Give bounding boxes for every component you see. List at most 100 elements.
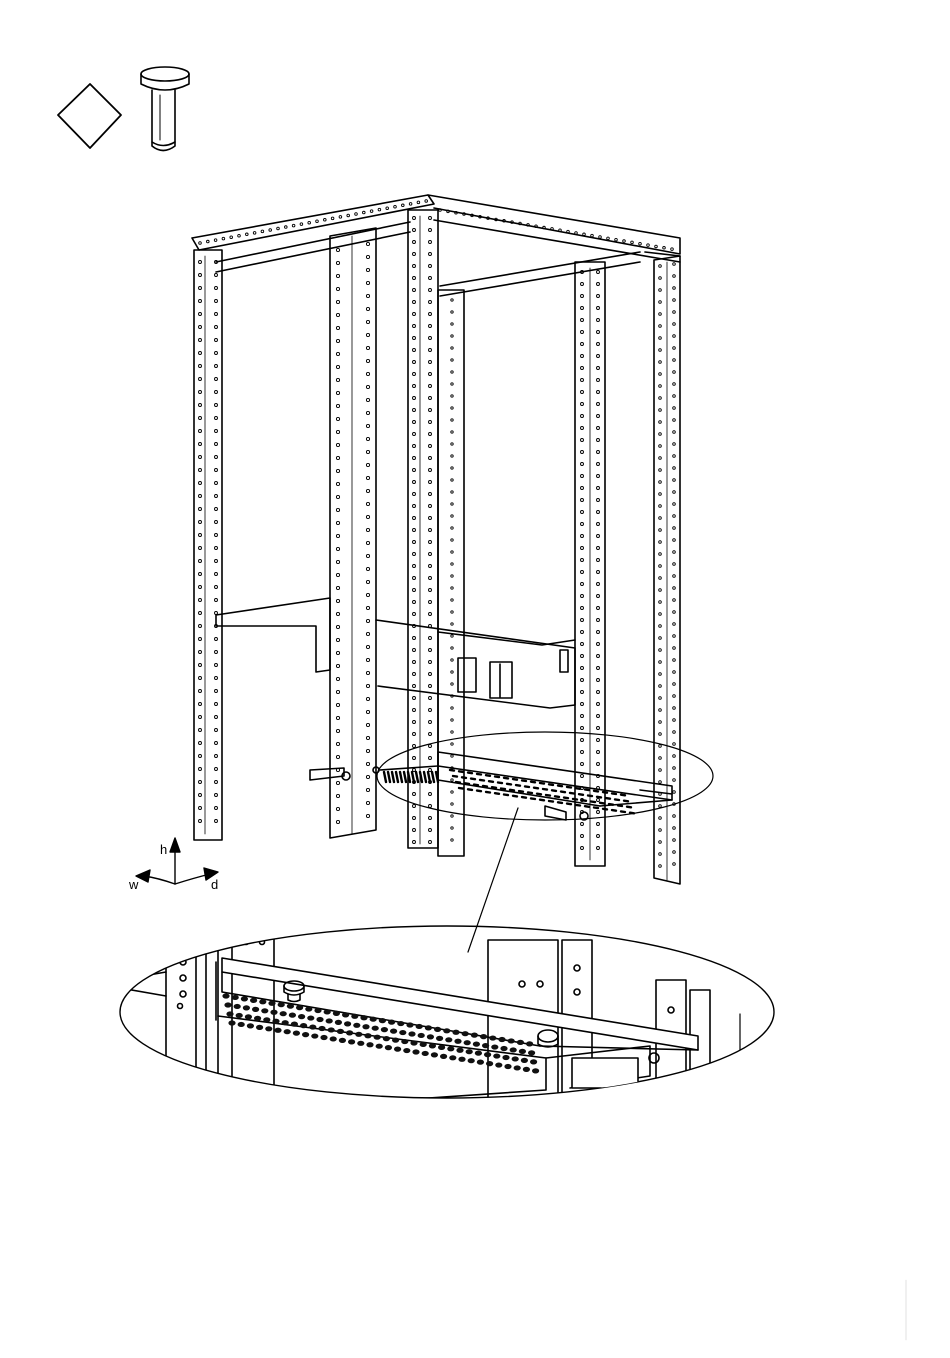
mounting-hole: [597, 463, 600, 466]
perforation-hole: [452, 1030, 459, 1035]
mounting-hole: [336, 573, 339, 576]
perforation-hole: [300, 1023, 307, 1028]
mounting-hole: [597, 355, 600, 358]
mounting-hole: [429, 529, 432, 532]
mounting-hole: [673, 479, 676, 482]
mounting-hole: [673, 467, 676, 470]
perforation-slot: [492, 787, 496, 788]
perforation-hole: [256, 1025, 263, 1030]
mounting-hole: [659, 649, 662, 652]
perforation-slot: [513, 796, 517, 797]
perforation-slot: [412, 772, 414, 782]
mounting-hole: [659, 421, 662, 424]
mounting-hole: [581, 295, 584, 298]
mounting-hole: [659, 433, 662, 436]
mounting-hole: [413, 697, 416, 700]
perforation-slot: [594, 808, 598, 809]
mounting-hole: [366, 658, 369, 661]
mounting-hole: [199, 807, 202, 810]
mounting-hole: [451, 683, 453, 685]
mounting-hole: [199, 677, 202, 680]
mounting-hole: [215, 547, 218, 550]
mounting-hole: [336, 417, 339, 420]
mounting-hole: [429, 649, 432, 652]
perforation-slot: [513, 779, 517, 780]
mounting-hole: [366, 476, 369, 479]
perforation-hole: [392, 1038, 399, 1043]
mounting-hole: [199, 586, 202, 589]
mounting-hole: [581, 715, 584, 718]
mounting-hole: [215, 703, 218, 706]
perforation-slot: [594, 791, 598, 792]
mounting-hole: [336, 261, 339, 264]
perforation-hole: [293, 1031, 300, 1036]
mounting-hole: [429, 493, 432, 496]
mounting-hole: [347, 214, 350, 217]
mounting-hole: [581, 739, 584, 742]
axis-label-h: h: [160, 842, 167, 857]
perforation-hole: [466, 1049, 473, 1054]
mounting-hole: [413, 661, 416, 664]
mounting-hole: [673, 515, 676, 518]
detail-view: [120, 920, 774, 1120]
perforation-hole: [532, 1068, 539, 1073]
mounting-hole: [300, 223, 303, 226]
mounting-hole: [215, 339, 218, 342]
mounting-hole: [599, 236, 602, 239]
mounting-hole: [597, 523, 600, 526]
mounting-hole: [581, 691, 584, 694]
mounting-hole: [673, 527, 676, 530]
mounting-hole: [673, 371, 676, 374]
perforation-hole: [376, 1044, 383, 1049]
mounting-hole: [429, 565, 432, 568]
mounting-hole: [413, 373, 416, 376]
mounting-hole: [215, 274, 218, 277]
mounting-hole: [673, 443, 676, 446]
perforation-slot: [585, 790, 589, 791]
mounting-hole: [451, 827, 453, 829]
mounting-hole: [429, 817, 432, 820]
mounting-hole: [451, 455, 453, 457]
mounting-hole: [336, 456, 339, 459]
mounting-hole: [336, 534, 339, 537]
mounting-hole: [269, 229, 272, 232]
perforation-hole: [360, 1015, 367, 1020]
mounting-hole: [451, 299, 453, 301]
diamond-step-icon: [58, 84, 121, 148]
mounting-hole: [451, 479, 453, 481]
mounting-hole: [439, 209, 442, 212]
perforation-hole: [521, 1058, 528, 1063]
mounting-hole: [659, 685, 662, 688]
perforation-hole: [427, 1034, 434, 1039]
mounting-hole: [199, 287, 202, 290]
mounting-hole: [659, 817, 662, 820]
mounting-hole: [451, 431, 453, 433]
mounting-hole: [215, 378, 218, 381]
perforation-slot: [495, 777, 499, 778]
mounting-hole: [413, 361, 416, 364]
mounting-hole: [215, 807, 218, 810]
mounting-hole: [597, 475, 600, 478]
mounting-hole: [429, 217, 432, 220]
mounting-hole: [597, 415, 600, 418]
mounting-hole: [366, 541, 369, 544]
mounting-hole: [429, 277, 432, 280]
perforation-slot: [564, 798, 568, 799]
perforation-slot: [392, 772, 394, 782]
mounting-hole: [659, 865, 662, 868]
mounting-hole: [199, 612, 202, 615]
mounting-hole: [451, 815, 453, 817]
mounting-hole: [331, 217, 334, 220]
mounting-hole: [659, 733, 662, 736]
mounting-hole: [366, 736, 369, 739]
mounting-hole: [597, 391, 600, 394]
mounting-hole: [336, 781, 339, 784]
mounting-hole: [581, 463, 584, 466]
perforation-slot: [489, 781, 493, 782]
mounting-hole: [429, 325, 432, 328]
mounting-hole: [451, 731, 453, 733]
perforation-slot: [534, 788, 538, 789]
mounting-hole: [429, 841, 432, 844]
mounting-hole: [425, 200, 428, 203]
mounting-hole: [336, 651, 339, 654]
